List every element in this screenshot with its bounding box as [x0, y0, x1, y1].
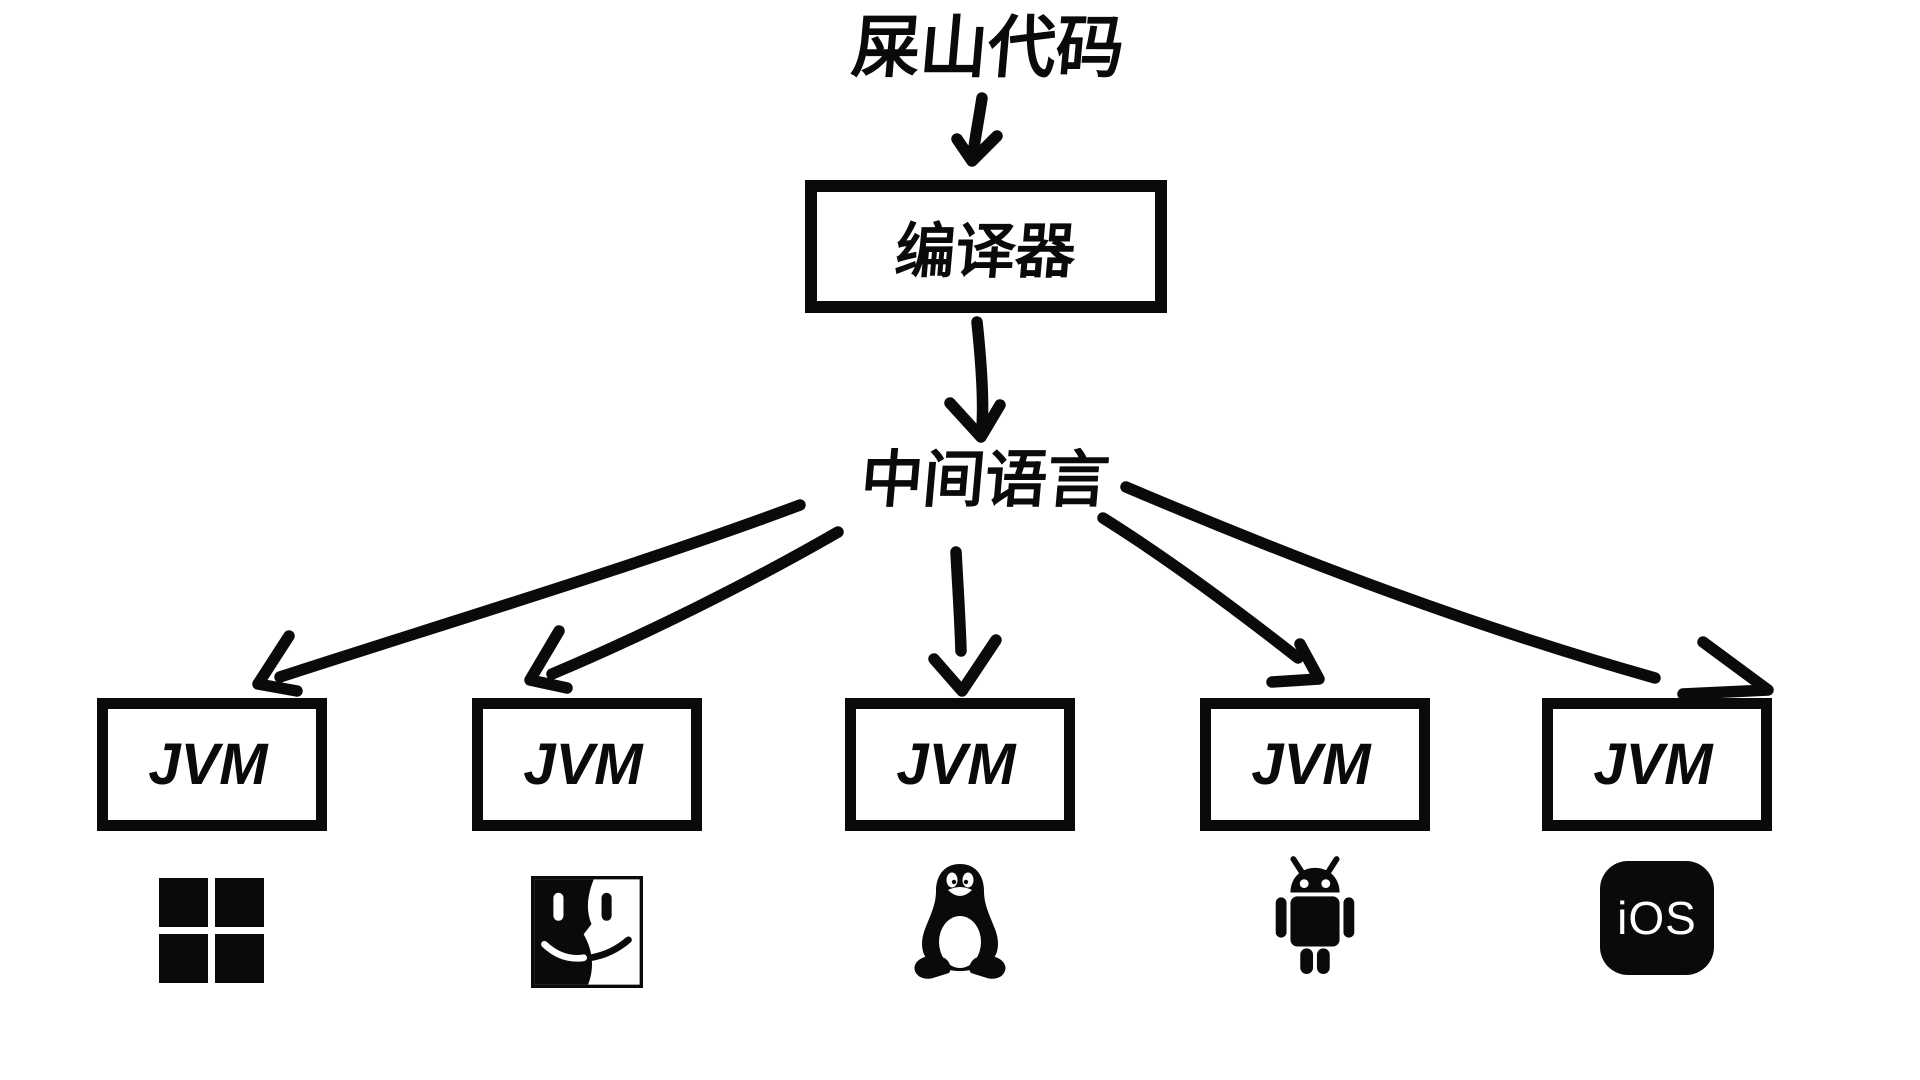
compiler-box: 编译器	[805, 180, 1167, 313]
arrow-intermediate-to-jvm-android	[1097, 512, 1325, 688]
jvm-label: JVM	[148, 732, 268, 797]
windows-logo-icon	[159, 878, 264, 983]
jvm-label: JVM	[1251, 732, 1371, 797]
macos-finder-icon	[531, 876, 643, 988]
ios-badge-icon: iOS	[1600, 861, 1714, 975]
jvm-box-ios: JVM	[1542, 698, 1772, 831]
arrow-intermediate-to-jvm-linux	[928, 546, 1002, 697]
arrow-intermediate-to-jvm-ios	[1120, 481, 1774, 700]
intermediate-language-label: 中间语言	[858, 446, 1113, 515]
linux-tux-icon	[914, 864, 1006, 979]
source-code-label: 屎山代码	[848, 10, 1128, 86]
android-robot-icon	[1275, 856, 1355, 974]
jvm-box-macos: JVM	[472, 698, 702, 831]
jvm-box-android: JVM	[1200, 698, 1430, 831]
arrow-intermediate-to-jvm-windows	[252, 499, 806, 697]
arrow-source-to-compiler	[951, 92, 1003, 167]
jvm-box-linux: JVM	[845, 698, 1075, 831]
jvm-box-windows: JVM	[97, 698, 327, 831]
arrow-compiler-to-intermediate	[944, 316, 1006, 443]
ios-badge-label: iOS	[1617, 892, 1697, 944]
arrow-intermediate-to-jvm-macos	[524, 526, 844, 694]
compiler-label: 编译器	[892, 218, 1079, 285]
jvm-label: JVM	[896, 732, 1016, 797]
jvm-label: JVM	[1593, 732, 1713, 797]
jvm-label: JVM	[523, 732, 643, 797]
